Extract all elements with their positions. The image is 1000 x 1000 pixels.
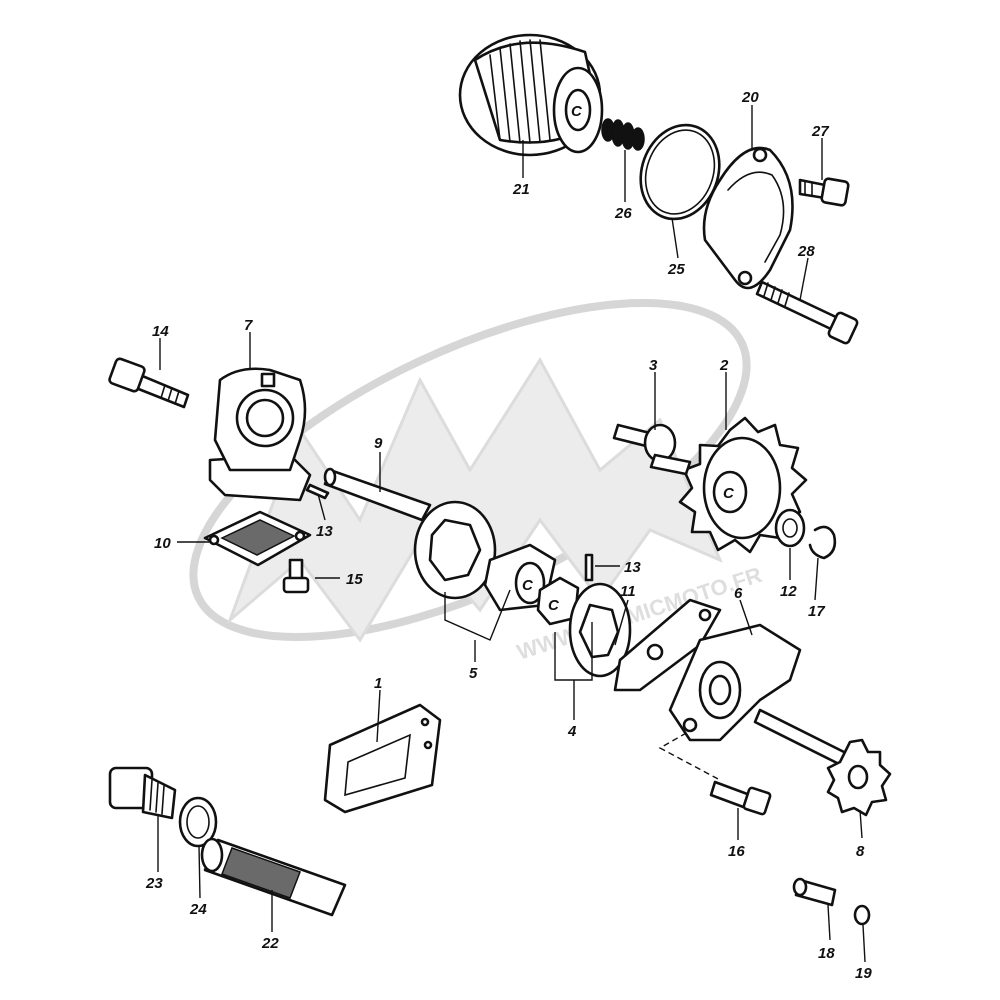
- gear-bolt: [612, 423, 692, 476]
- callout-26: 26: [614, 205, 632, 222]
- callout-1: 1: [374, 675, 382, 692]
- second-rotor-c-mark: C: [548, 597, 560, 614]
- oil-strainer-mesh: [200, 837, 347, 917]
- oil-filter: C: [458, 33, 604, 157]
- callout-14: 14: [152, 323, 169, 340]
- dowel-pin-upper: [305, 483, 330, 500]
- strainer-cover: [323, 703, 442, 814]
- circlip: [808, 525, 837, 560]
- callout-17: 17: [808, 603, 825, 620]
- callout-5: 5: [469, 665, 478, 682]
- rotor-c-mark: C: [522, 577, 534, 594]
- callout-15: 15: [346, 571, 363, 588]
- o-ring-small: [853, 904, 871, 926]
- callout-22: 22: [261, 935, 279, 952]
- callout-23: 23: [145, 875, 163, 892]
- gear-c-mark: C: [723, 485, 735, 502]
- callout-3: 3: [649, 357, 658, 374]
- cover-bolt-dash: [658, 727, 721, 781]
- callout-6: 6: [734, 585, 743, 602]
- callout-28: 28: [797, 243, 815, 260]
- cap-bolt-short: [798, 177, 850, 207]
- pump-cover: [668, 623, 802, 742]
- filter-cap: [702, 146, 794, 290]
- flange-bolt: [108, 357, 190, 409]
- thrust-washer: [774, 508, 806, 548]
- callout-9: 9: [374, 435, 383, 452]
- callout-18: 18: [818, 945, 835, 962]
- callout-10: 10: [154, 535, 171, 552]
- pump-shaft: [323, 467, 432, 522]
- oil-jet-fitting: [792, 877, 837, 907]
- outer-rotor: [413, 500, 497, 600]
- callout-11: 11: [620, 583, 636, 600]
- drain-plug: [108, 766, 177, 820]
- pump-driven-gear: C: [678, 416, 808, 554]
- callout-7: 7: [244, 317, 253, 334]
- pump-drive-gear: [753, 708, 892, 817]
- filter-c-mark: C: [571, 103, 583, 120]
- second-outer-rotor: [568, 582, 632, 678]
- strainer-gasket: [203, 510, 312, 567]
- plug-washer-hole: [186, 805, 210, 839]
- callout-13-upper: 13: [316, 523, 333, 540]
- o-ring-inner-line: [644, 129, 716, 215]
- thrust-washer-hole: [782, 518, 798, 538]
- inner-rotor: C: [483, 543, 557, 612]
- filter-spring: [601, 118, 645, 151]
- plug-washer: [178, 796, 218, 848]
- dowel-pin-lower: [584, 553, 594, 582]
- leader-lines: [157, 105, 866, 963]
- callout-24: 24: [189, 901, 207, 918]
- callout-27: 27: [811, 123, 829, 140]
- callout-4: 4: [567, 723, 577, 740]
- cap-bolt-long: [755, 280, 859, 345]
- callout-13-lower: 13: [624, 559, 641, 576]
- callout-8: 8: [856, 843, 865, 860]
- screw-small: [282, 558, 310, 594]
- callout-2: 2: [719, 357, 729, 374]
- callout-19: 19: [855, 965, 872, 982]
- callout-16: 16: [728, 843, 745, 860]
- cover-bolt: [709, 780, 772, 816]
- callout-21: 21: [512, 181, 530, 198]
- callout-12: 12: [780, 583, 797, 600]
- callout-20: 20: [741, 89, 759, 106]
- oil-strainer-housing: [208, 367, 312, 502]
- callout-25: 25: [667, 261, 685, 278]
